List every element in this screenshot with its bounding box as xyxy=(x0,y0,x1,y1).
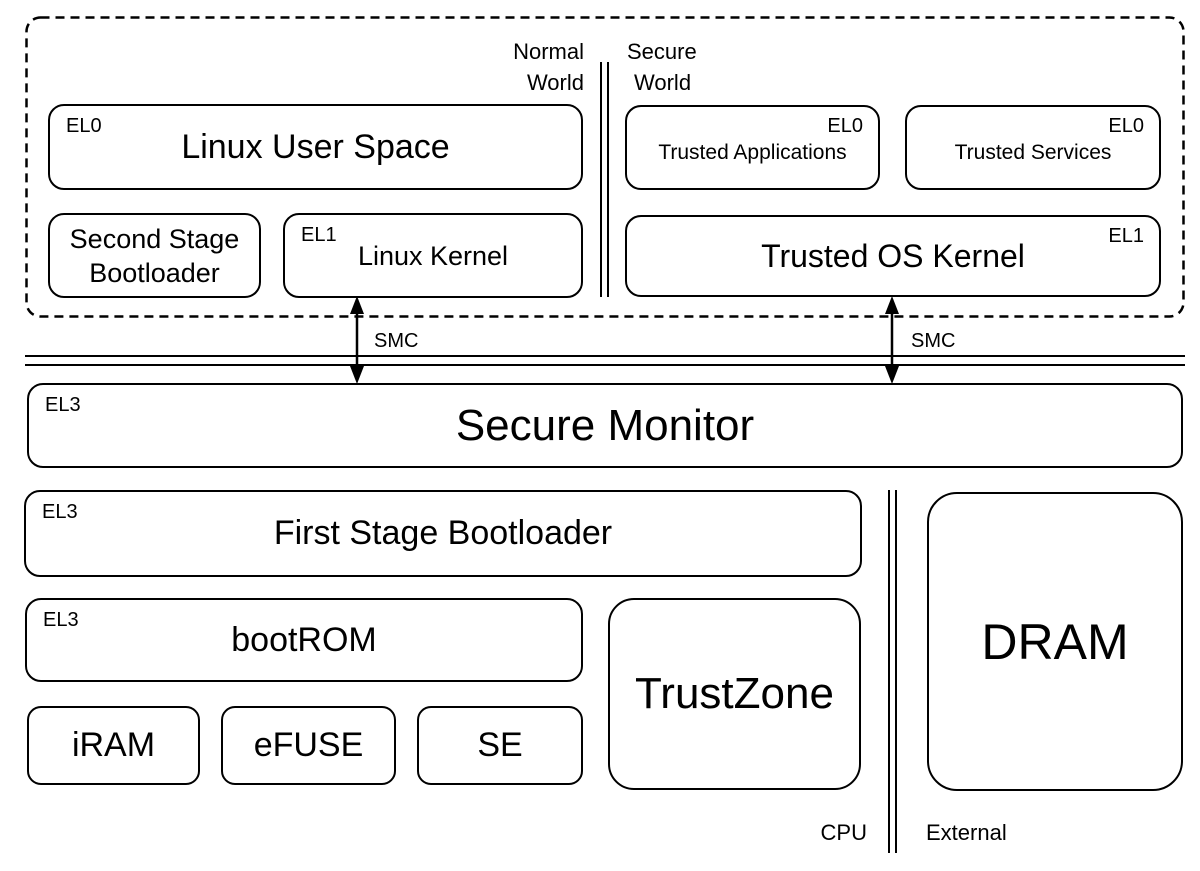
trusted-applications-box: EL0 Trusted Applications xyxy=(625,105,880,190)
linux-kernel-box: EL1 Linux Kernel xyxy=(283,213,583,298)
el0-label: EL0 xyxy=(827,115,863,137)
trusted-services-label: Trusted Services xyxy=(954,141,1112,164)
normal-world-line1: Normal xyxy=(513,39,584,64)
trusted-services-box: EL0 Trusted Services xyxy=(905,105,1161,190)
monitor-boundary-line xyxy=(25,355,1185,366)
dram-box: DRAM xyxy=(927,492,1183,791)
iram-box: iRAM xyxy=(27,706,200,785)
secure-monitor-box: EL3 Secure Monitor xyxy=(27,383,1183,468)
linux-kernel-label: Linux Kernel xyxy=(357,240,509,271)
smc-label-right: SMC xyxy=(911,330,956,352)
linux-user-space-box: EL0 Linux User Space xyxy=(48,104,583,190)
el0-label: EL0 xyxy=(66,115,102,137)
normal-world-line2: World xyxy=(526,70,584,95)
secure-world-line1: Secure xyxy=(627,39,697,64)
el3-label: EL3 xyxy=(42,501,78,523)
ssb-line2: Bootloader xyxy=(89,257,220,288)
se-label: SE xyxy=(477,726,523,764)
worlds-dashed-container xyxy=(25,16,1185,318)
ssb-line1: Second Stage xyxy=(69,223,240,254)
external-zone-label: External xyxy=(926,820,1007,845)
trusted-os-kernel-box: EL1 Trusted OS Kernel xyxy=(625,215,1161,297)
normal-world-heading: Normal World xyxy=(440,36,584,98)
el1-label: EL1 xyxy=(301,224,337,246)
efuse-label: eFUSE xyxy=(253,726,364,764)
el1-label: EL1 xyxy=(1108,225,1144,247)
bootrom-label: bootROM xyxy=(231,620,377,659)
secure-world-heading: Secure World xyxy=(627,36,697,98)
secure-world-line2: World xyxy=(634,70,692,95)
cpu-zone-label: CPU xyxy=(820,820,867,845)
trustzone-box: TrustZone xyxy=(608,598,861,790)
el3-label: EL3 xyxy=(43,609,79,631)
linux-user-space-label: Linux User Space xyxy=(181,127,450,166)
bootrom-box: EL3 bootROM xyxy=(25,598,583,682)
trusted-applications-label: Trusted Applications xyxy=(658,141,847,164)
world-divider-line xyxy=(600,62,609,297)
iram-label: iRAM xyxy=(71,726,156,764)
el3-label: EL3 xyxy=(45,394,81,416)
dram-label: DRAM xyxy=(981,613,1129,670)
first-stage-bootloader-box: EL3 First Stage Bootloader xyxy=(24,490,862,577)
efuse-box: eFUSE xyxy=(221,706,396,785)
trusted-os-kernel-label: Trusted OS Kernel xyxy=(761,237,1025,274)
smc-arrow-right xyxy=(885,296,899,384)
first-stage-bootloader-label: First Stage Bootloader xyxy=(273,514,613,552)
trustzone-label: TrustZone xyxy=(635,669,834,718)
smc-label-left: SMC xyxy=(374,330,419,352)
cpu-external-divider-line xyxy=(888,490,897,853)
el0-label: EL0 xyxy=(1108,115,1144,137)
se-box: SE xyxy=(417,706,583,785)
secure-monitor-label: Secure Monitor xyxy=(455,400,755,450)
smc-arrow-left xyxy=(350,296,364,384)
